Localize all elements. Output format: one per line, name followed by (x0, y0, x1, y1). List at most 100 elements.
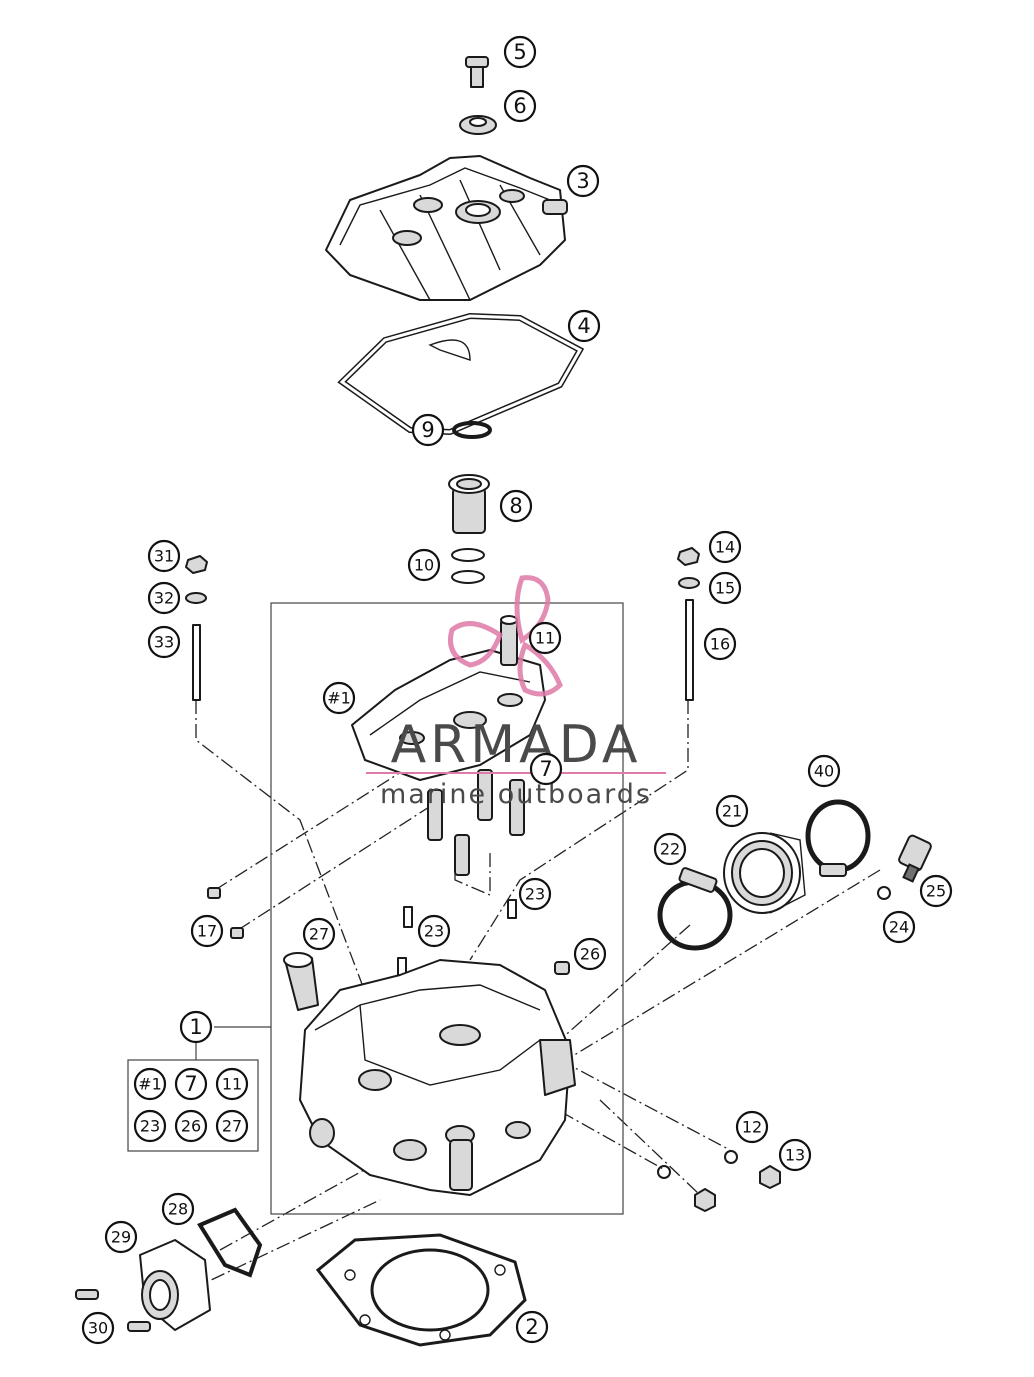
svg-text:7: 7 (184, 1072, 197, 1096)
svg-text:25: 25 (926, 882, 946, 901)
svg-text:10: 10 (414, 556, 434, 575)
part-24-washer (877, 886, 891, 900)
svg-text:12: 12 (742, 1118, 762, 1137)
callout-28: 28 (161, 1192, 195, 1226)
svg-text:5: 5 (513, 40, 526, 64)
part-28-intake-gasket (197, 1207, 263, 1278)
part-30-bolt-a (75, 1289, 99, 1300)
part-27-sleeve (283, 952, 319, 1011)
part-21-intake-flange (723, 832, 806, 914)
part-13-plug (759, 1165, 781, 1189)
part-1-cylinder-head (299, 959, 576, 1196)
svg-text:#1: #1 (327, 689, 351, 708)
part-9-o-ring (452, 421, 492, 439)
callout-33: 33 (147, 625, 181, 659)
part-23-dowel-b (507, 899, 517, 919)
callout-15: 15 (708, 571, 742, 605)
part-30-bolt-b (127, 1321, 151, 1332)
svg-text:22: 22 (660, 840, 680, 859)
callout-23-b: 23 (417, 914, 451, 948)
svg-text:33: 33 (154, 633, 174, 652)
callout-16: 16 (703, 627, 737, 661)
callout-7: 7 (529, 752, 563, 786)
part-29-intake-manifold (139, 1239, 211, 1331)
part-11-dowel (500, 615, 518, 666)
kit-item-11: 11 (215, 1067, 249, 1101)
part-10-o-rings (451, 548, 485, 584)
part-17-screw-a (207, 887, 221, 899)
svg-text:30: 30 (88, 1319, 108, 1338)
svg-text:27: 27 (222, 1117, 242, 1136)
svg-text:13: 13 (785, 1146, 805, 1165)
callout-25: 25 (919, 874, 953, 908)
part-22-hose-clamp (657, 867, 733, 951)
callout-30: 30 (81, 1311, 115, 1345)
svg-text:7: 7 (539, 757, 552, 781)
part-23-dowel-a (403, 906, 413, 928)
callout-26: 26 (573, 937, 607, 971)
svg-text:14: 14 (715, 538, 735, 557)
kit-item-26: 26 (174, 1109, 208, 1143)
callout-1: 1 (179, 1010, 213, 1044)
svg-text:26: 26 (181, 1117, 201, 1136)
svg-text:24: 24 (889, 918, 909, 937)
part-26-plug (554, 961, 570, 975)
callout-5: 5 (503, 35, 537, 69)
callout-11: 11 (528, 621, 562, 655)
callout-23: 23 (518, 877, 552, 911)
svg-text:23: 23 (140, 1117, 160, 1136)
callout-31: 31 (147, 539, 181, 573)
callout-22: 22 (653, 832, 687, 866)
kit-item-23: 23 (133, 1109, 167, 1143)
svg-text:3: 3 (576, 169, 589, 193)
svg-text:16: 16 (710, 635, 730, 654)
callout-24: 24 (882, 910, 916, 944)
callout-8: 8 (499, 489, 533, 523)
part-32-washer (185, 592, 207, 604)
kit-bracket (127, 1026, 271, 1152)
callout-13: 13 (778, 1138, 812, 1172)
callout-29: 29 (104, 1220, 138, 1254)
part-camshaft-bridge (351, 649, 546, 781)
kit-contents: #1 7 11 23 26 27 (133, 1067, 249, 1143)
callout-10: 10 (407, 548, 441, 582)
svg-text:#1: #1 (138, 1075, 162, 1094)
callout-17: 17 (190, 914, 224, 948)
svg-text:23: 23 (424, 922, 444, 941)
part-33-stud (192, 624, 201, 701)
part-3-valve-cover (325, 155, 568, 301)
svg-text:32: 32 (154, 589, 174, 608)
kit-item-27: 27 (215, 1109, 249, 1143)
svg-text:29: 29 (111, 1228, 131, 1247)
part-12-seal-ring (724, 1150, 738, 1164)
part-13-plug-b (694, 1188, 716, 1212)
svg-text:9: 9 (421, 418, 434, 442)
part-7-guides (427, 769, 525, 876)
callout-21: 21 (715, 794, 749, 828)
callout-27: 27 (302, 917, 336, 951)
part-15-washer (678, 577, 700, 589)
callout-40: 40 (807, 754, 841, 788)
svg-text:2: 2 (525, 1315, 538, 1339)
callout-2: 2 (515, 1310, 549, 1344)
kit-item-7: 7 (174, 1067, 208, 1101)
part-2-head-gasket (315, 1233, 527, 1347)
armada-watermark: ARMADA marine outboards (366, 575, 666, 810)
callout-labels: 5 6 3 4 9 8 10 31 32 33 14 15 16 11 #1 7… (81, 35, 953, 1345)
svg-text:1: 1 (189, 1015, 202, 1039)
kit-item-hash1: #1 (133, 1067, 167, 1101)
svg-text:15: 15 (715, 579, 735, 598)
svg-text:28: 28 (168, 1200, 188, 1219)
svg-text:4: 4 (577, 314, 590, 338)
callout-9: 9 (411, 413, 445, 447)
svg-text:26: 26 (580, 945, 600, 964)
cylinder-head-kit-outline (270, 602, 624, 1215)
callout-hash1: #1 (322, 681, 356, 715)
callout-32: 32 (147, 581, 181, 615)
part-14-nut (677, 547, 700, 566)
part-6-seal-washer (459, 115, 497, 135)
part-16-stud (685, 599, 694, 701)
callout-6: 6 (503, 89, 537, 123)
watermark-brand: ARMADA (391, 715, 642, 775)
